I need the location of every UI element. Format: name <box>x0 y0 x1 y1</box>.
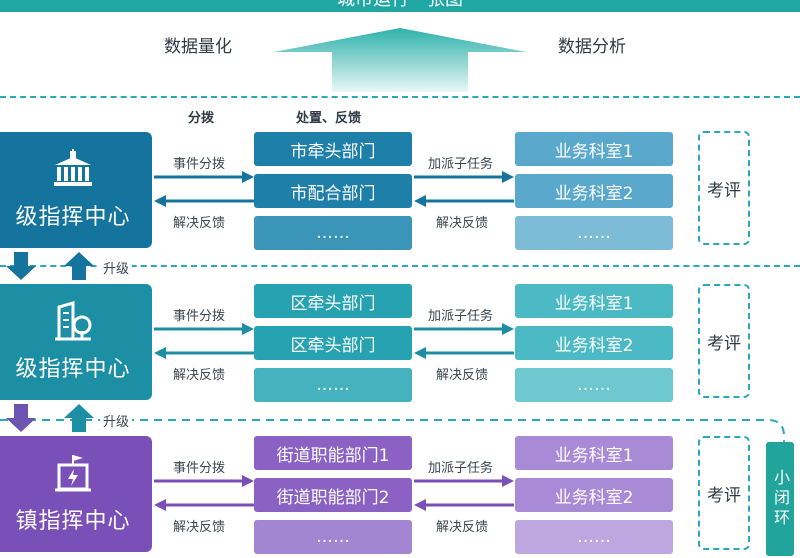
tier2-biz-2[interactable]: 业务科室2 <box>515 326 673 360</box>
tier1-command-center[interactable]: 级指挥中心 <box>0 132 152 248</box>
tier3-assign-arrow <box>414 475 514 487</box>
tier1-dispatch-arrow <box>154 171 254 183</box>
column-label-dispatch: 分拨 <box>188 111 215 126</box>
tier2-dispatch-arrow <box>154 323 254 335</box>
tier1-dept-1[interactable]: 市牵头部门 <box>254 132 412 166</box>
label-data-analysis: 数据分析 <box>558 37 626 57</box>
tier2-feedback-arrow <box>154 347 254 359</box>
tier2-dept-more[interactable]: …… <box>254 368 412 402</box>
tier2-assign-arrow <box>414 323 514 335</box>
tier3-dept-1[interactable]: 街道职能部门1 <box>254 436 412 470</box>
tier2-dept-2[interactable]: 区牵头部门 <box>254 326 412 360</box>
upgrade-label-2: 升级 <box>100 411 133 430</box>
big-up-arrow <box>274 28 526 92</box>
tier1-dept-more[interactable]: …… <box>254 216 412 250</box>
tier1-feedback-arrow <box>154 195 254 207</box>
building-icon <box>54 149 92 186</box>
tier2-dept-1[interactable]: 区牵头部门 <box>254 284 412 318</box>
town-flag-icon <box>55 455 91 492</box>
tier3-biz-2[interactable]: 业务科室2 <box>515 478 673 512</box>
up-arrow-1 <box>64 252 94 280</box>
up-arrow-2 <box>64 404 94 432</box>
tier3-command-center[interactable]: 镇指挥中心 <box>0 436 152 552</box>
column-label-handle: 处置、反馈 <box>296 111 362 126</box>
down-arrow-2 <box>6 404 36 432</box>
label-data-quantify: 数据量化 <box>164 37 232 57</box>
tier3-feedback-arrow <box>154 499 254 511</box>
tier1-subfeedback-arrow <box>414 195 514 207</box>
tier3-center-title: 镇指挥中心 <box>15 509 131 534</box>
tier3-eval-box: 考评 <box>698 436 750 550</box>
tier2-command-center[interactable]: 级指挥中心 <box>0 284 152 400</box>
tier1-biz-more[interactable]: …… <box>515 216 673 250</box>
top-banner <box>0 0 800 12</box>
tier2-subfeedback-arrow <box>414 347 514 359</box>
band-divider-top <box>0 96 800 98</box>
tier3-dispatch-label: 事件分拨 <box>173 461 226 476</box>
office-tree-icon <box>55 301 92 341</box>
small-loop-box: 小闭环 <box>766 442 794 556</box>
tier2-biz-1[interactable]: 业务科室1 <box>515 284 673 318</box>
tier1-biz-1[interactable]: 业务科室1 <box>515 132 673 166</box>
upgrade-label-1: 升级 <box>100 258 133 277</box>
tier1-assign-label: 加派子任务 <box>428 157 494 172</box>
tier3-assign-label: 加派子任务 <box>428 461 494 476</box>
tier1-dispatch-label: 事件分拨 <box>173 157 226 172</box>
tier2-center-title: 级指挥中心 <box>15 357 131 382</box>
tier2-biz-more[interactable]: …… <box>515 368 673 402</box>
tier1-feedback-label: 解决反馈 <box>173 216 226 231</box>
down-arrow-1 <box>6 252 36 280</box>
tier2-eval-box: 考评 <box>698 284 750 398</box>
tier1-subfeedback-label: 解决反馈 <box>436 216 489 231</box>
band-divider-1 <box>0 265 800 267</box>
tier3-dispatch-arrow <box>154 475 254 487</box>
tier3-feedback-label: 解决反馈 <box>173 520 226 535</box>
tier1-dept-2[interactable]: 市配合部门 <box>254 174 412 208</box>
tier3-dept-2[interactable]: 街道职能部门2 <box>254 478 412 512</box>
tier1-eval-box: 考评 <box>698 131 750 245</box>
tier3-biz-1[interactable]: 业务科室1 <box>515 436 673 470</box>
tier2-feedback-label: 解决反馈 <box>173 368 226 383</box>
small-loop-text: 小闭环 <box>771 469 790 529</box>
tier1-center-title: 级指挥中心 <box>15 205 131 230</box>
tier1-biz-2[interactable]: 业务科室2 <box>515 174 673 208</box>
tier2-assign-label: 加派子任务 <box>428 309 494 324</box>
tier3-biz-more[interactable]: …… <box>515 520 673 554</box>
tier2-subfeedback-label: 解决反馈 <box>436 368 489 383</box>
banner-title: 城市运行一张图 <box>0 0 800 11</box>
tier3-dept-more[interactable]: …… <box>254 520 412 554</box>
tier2-dispatch-label: 事件分拨 <box>173 309 226 324</box>
tier1-assign-arrow <box>414 171 514 183</box>
tier3-subfeedback-label: 解决反馈 <box>436 520 489 535</box>
tier3-subfeedback-arrow <box>414 499 514 511</box>
